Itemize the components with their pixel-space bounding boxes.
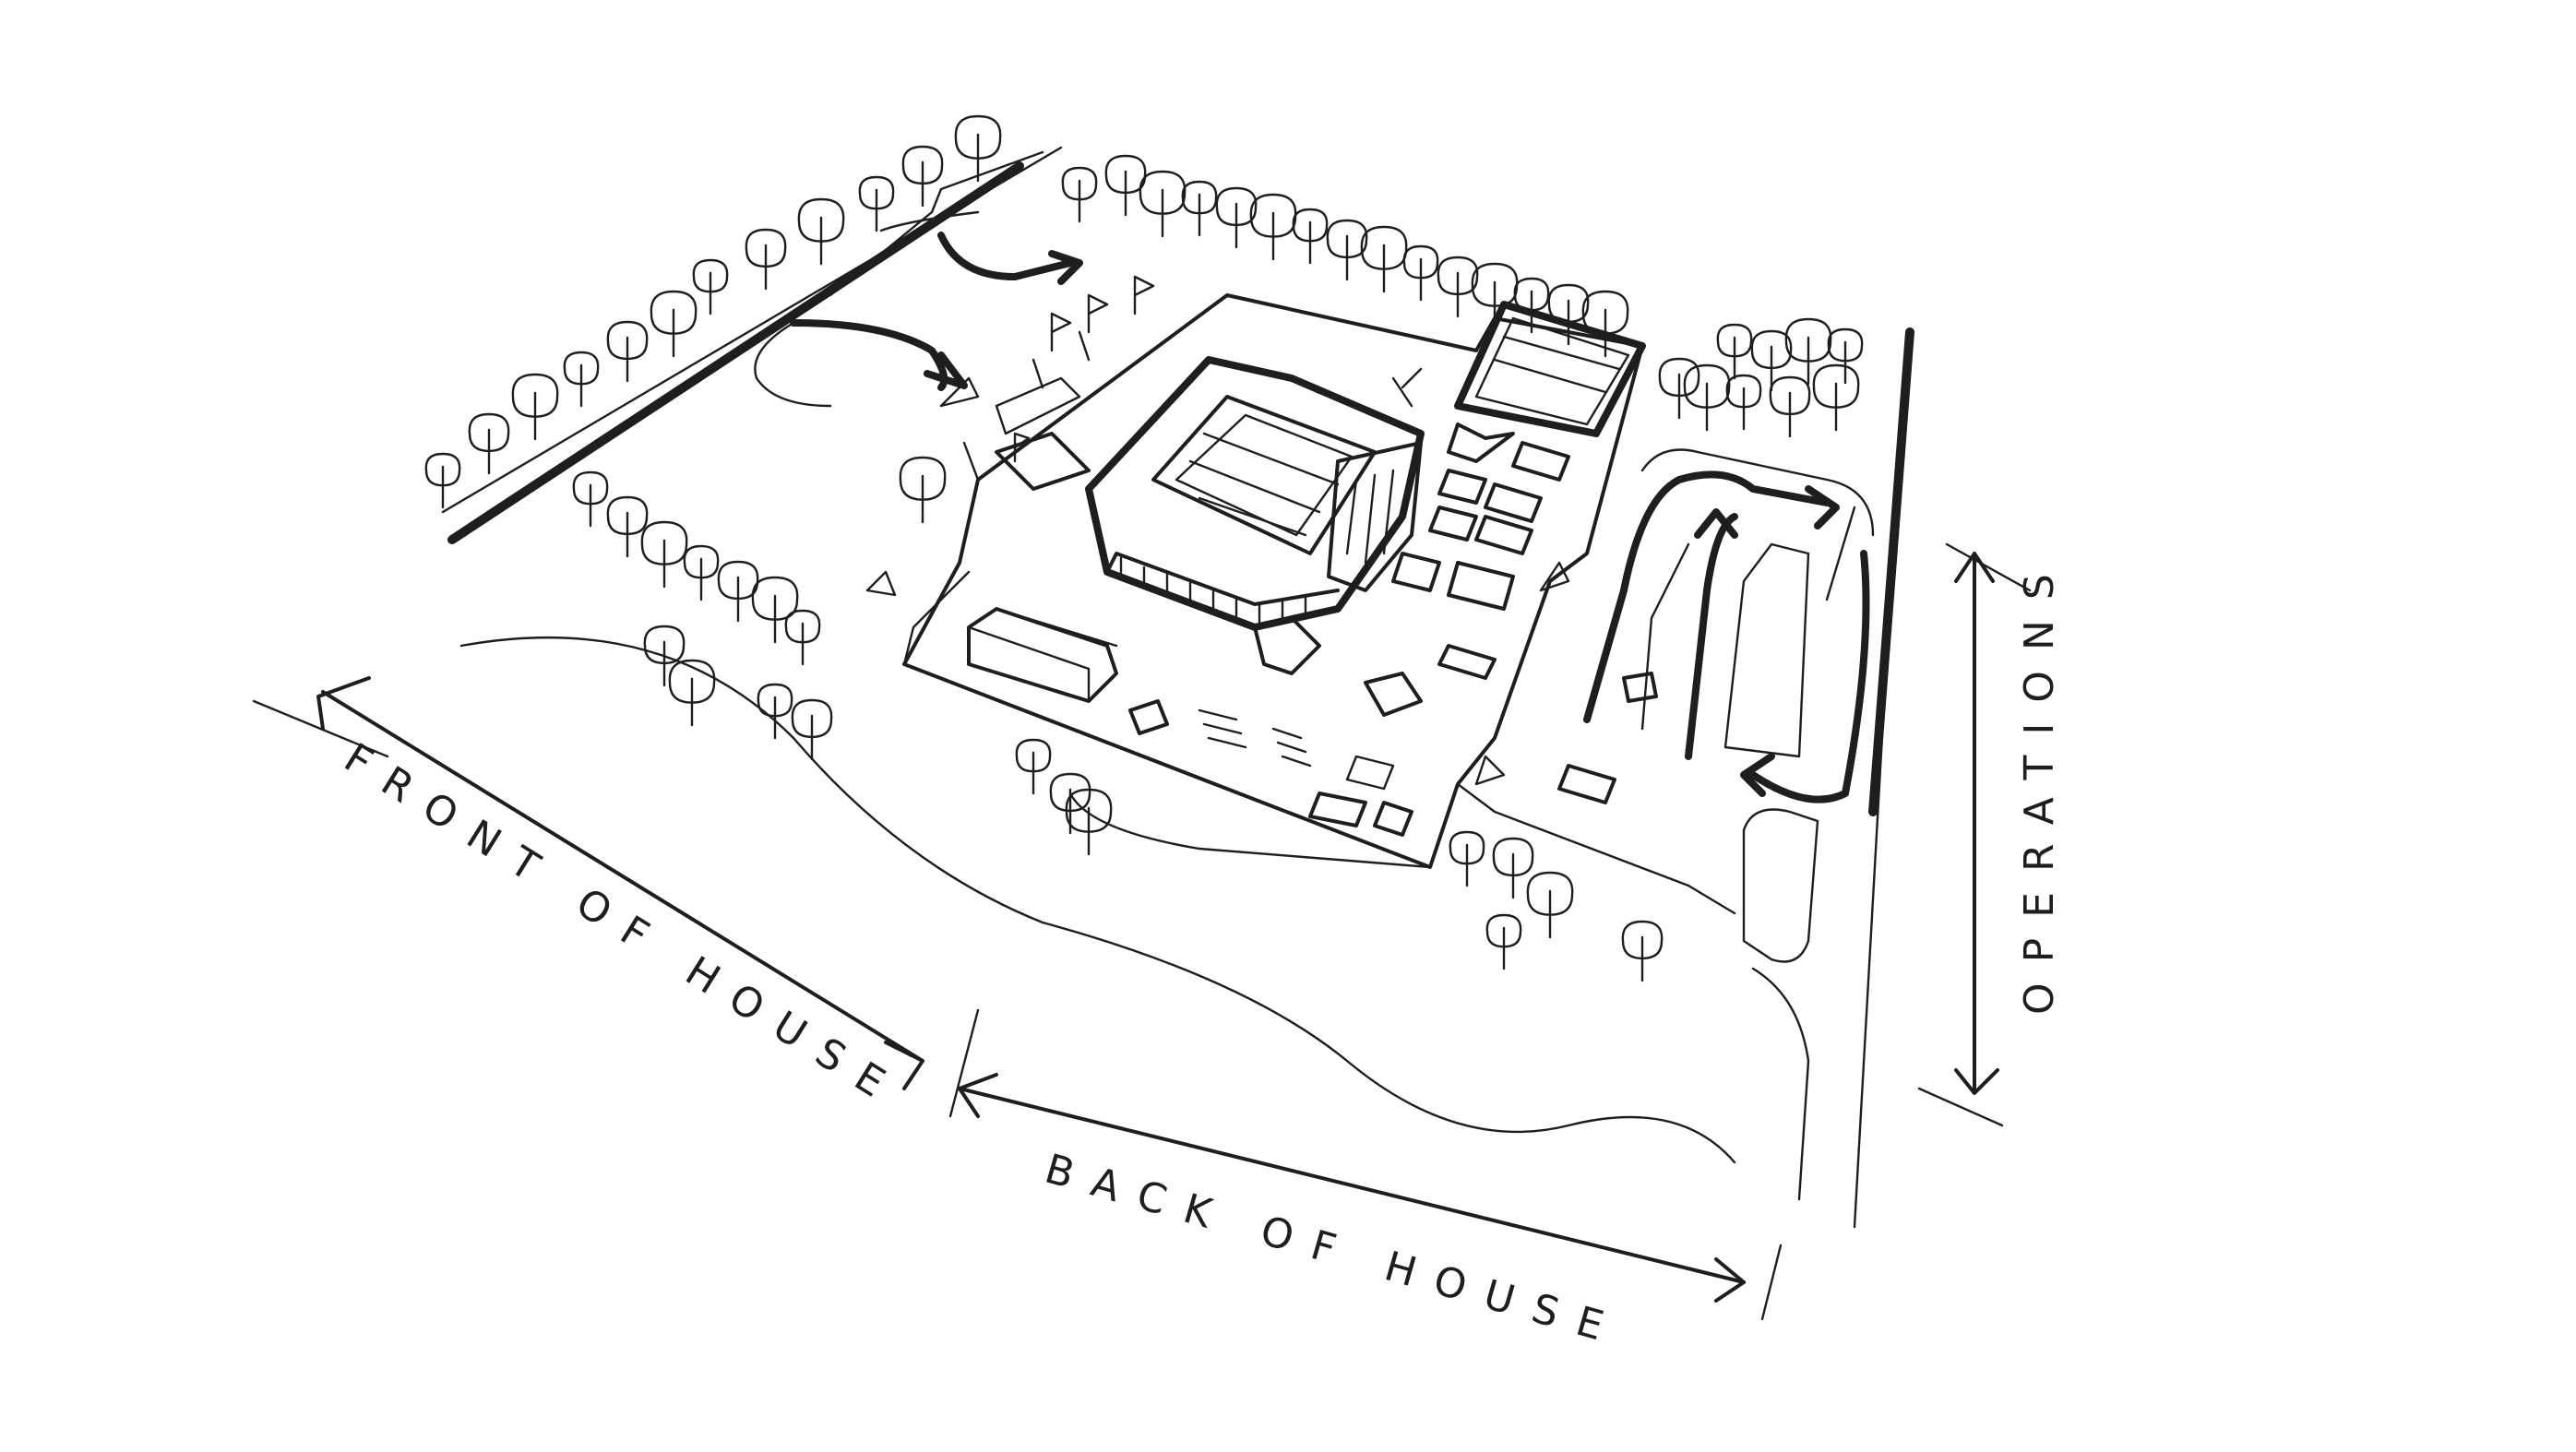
tree-icon [1492, 837, 1534, 899]
tree-icon [1437, 256, 1479, 318]
tree-icon [1658, 357, 1700, 420]
tree-icon [791, 698, 833, 761]
tree-icon [1485, 913, 1522, 970]
training-pitch [1454, 301, 1646, 437]
tree-icon [1360, 225, 1408, 293]
tree-icon [1181, 180, 1218, 237]
tree-icon [1249, 193, 1297, 261]
tree-icon [1526, 871, 1574, 939]
tree-icon [1104, 154, 1147, 217]
tree-icon [650, 290, 698, 358]
support-buildings [962, 330, 1570, 837]
tree-icon [1292, 208, 1329, 265]
tree-icon [797, 197, 845, 266]
tree-icon [683, 544, 720, 601]
tree-icon [1716, 323, 1753, 380]
tree-icon [717, 560, 759, 623]
tree-icon [1827, 327, 1864, 385]
tree-icon [640, 520, 688, 589]
parking-loop [1557, 448, 1875, 963]
tree-icon [1725, 374, 1762, 431]
tree-icon [511, 373, 559, 441]
trees [424, 114, 1864, 982]
tree-icon [1449, 830, 1485, 887]
operations-label: OPERATIONS [2016, 553, 2063, 1015]
tree-icon [1683, 363, 1731, 432]
tree-icon [858, 175, 895, 232]
tree-icon [572, 470, 609, 528]
flag-markers [865, 275, 1570, 786]
tree-icon [563, 351, 600, 408]
tree-icon [745, 228, 787, 291]
east-road [1751, 327, 1914, 1229]
tree-icon [606, 495, 649, 558]
north-access-road [441, 146, 1083, 544]
tree-icon [1547, 283, 1590, 346]
tree-icon [1215, 186, 1258, 249]
tree-icon [424, 452, 461, 509]
tree-icon [1015, 738, 1052, 795]
tree-icon [1784, 317, 1832, 386]
tree-icon [1769, 375, 1811, 438]
back-of-house-arrow [958, 1073, 1746, 1303]
site-platform [902, 293, 1736, 915]
tree-icon [899, 456, 947, 524]
tree-icon [757, 683, 793, 740]
tree-icon [1621, 920, 1664, 982]
operations-arrow [1917, 542, 2032, 1127]
back-of-house-label: BACK OF HOUSE [1040, 1146, 1628, 1356]
tree-icon [1812, 363, 1860, 432]
south-boundary [252, 636, 1783, 1321]
tree-icon [1513, 277, 1550, 334]
tree-icon [1139, 170, 1187, 238]
tree-icon [1065, 788, 1113, 856]
tree-icon [784, 609, 821, 666]
tree-icon [1581, 290, 1629, 358]
front-of-house-arrow [316, 676, 924, 1090]
tree-icon [468, 412, 510, 475]
tree-icon [643, 625, 686, 687]
stadium [1085, 356, 1425, 631]
tree-icon [954, 114, 1002, 183]
tree-icon [901, 145, 944, 208]
tree-icon [606, 320, 649, 383]
tree-icon [692, 258, 729, 315]
tree-icon [1402, 244, 1439, 302]
tree-icon [1326, 219, 1368, 281]
tree-icon [1471, 262, 1519, 330]
front-of-house-label: FRONT OF HOUSE [336, 734, 910, 1117]
tree-icon [751, 576, 799, 644]
tree-icon [1061, 166, 1098, 223]
tree-icon [668, 659, 716, 727]
tree-icon [1750, 329, 1793, 392]
